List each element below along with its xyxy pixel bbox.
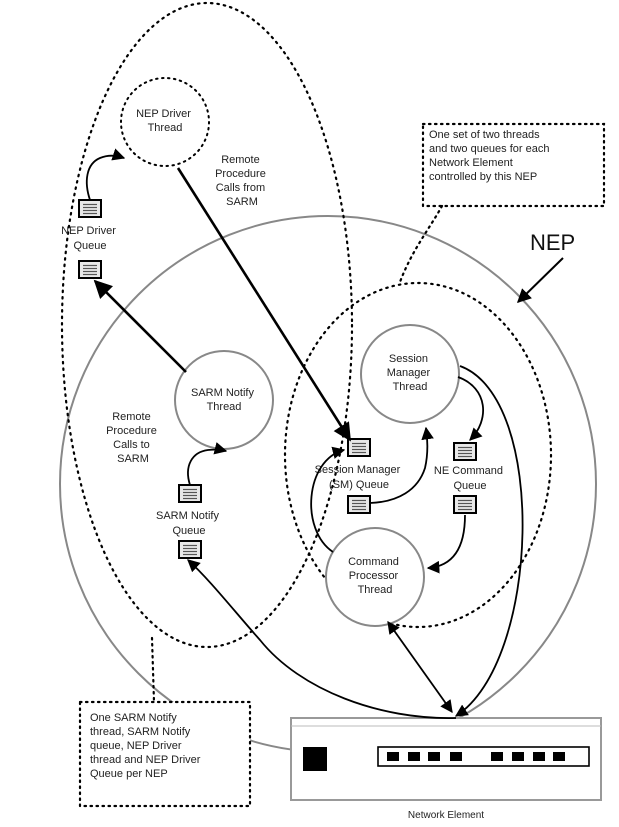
session-manager-thread-label-2: Manager bbox=[387, 367, 431, 379]
note-per-element-line-1: One set of two threads bbox=[429, 129, 540, 141]
arrow-sarm-thread-to-nep-queue bbox=[93, 279, 187, 373]
note-per-nep-box bbox=[78, 700, 252, 808]
command-processor-thread-label-1: Command bbox=[348, 556, 399, 568]
nep-driver-thread-label-1: NEP Driver bbox=[136, 108, 191, 120]
sarm-notify-queue-top-icon bbox=[178, 484, 202, 503]
ne-command-queue-icon bbox=[453, 495, 477, 514]
sm-queue-label-2: (SM) Queue bbox=[329, 479, 389, 491]
arrow-sm-thread-to-ne-queue bbox=[457, 376, 484, 441]
nep-pointer-arrow bbox=[516, 257, 564, 303]
svg-text:Remote Procedure Calls: Remote Procedure Calls to SARM bbox=[106, 411, 160, 465]
rpc-to-sarm-label-1: Remote bbox=[112, 411, 151, 423]
rpc-to-sarm-label-2: Procedure bbox=[106, 425, 157, 437]
network-element-power-block bbox=[303, 747, 327, 771]
svg-text:Session Manager Thread: Session Manager Thread bbox=[387, 353, 433, 393]
session-manager-thread bbox=[360, 324, 460, 424]
nep-driver-queue-icon bbox=[78, 260, 102, 279]
rpc-from-sarm-label-2: Procedure bbox=[215, 168, 266, 180]
svg-text:SARM Notify Thread: SARM Notify Thread bbox=[191, 387, 257, 413]
network-element-ports bbox=[387, 752, 565, 761]
rpc-from-sarm-label-3: Calls from bbox=[216, 182, 266, 194]
note-per-nep-line-4: thread and NEP Driver bbox=[90, 754, 201, 766]
per-nep-group-boundary bbox=[60, 1, 354, 649]
arrow-network-element-to-sarm-queue bbox=[187, 559, 457, 719]
ne-command-queue-top-icon bbox=[453, 442, 477, 461]
note-per-element-connector bbox=[398, 204, 444, 284]
network-element-device bbox=[290, 717, 602, 801]
sarm-notify-queue-icon bbox=[178, 540, 202, 559]
arrow-cp-thread-to-sm-queue bbox=[310, 446, 346, 553]
command-processor-thread bbox=[325, 527, 425, 627]
rpc-to-sarm-label-3: Calls to bbox=[113, 439, 150, 451]
command-processor-thread-label-2: Processor bbox=[349, 570, 399, 582]
rpc-from-sarm-label-4: SARM bbox=[226, 196, 258, 208]
nep-driver-thread bbox=[120, 77, 210, 167]
sarm-notify-queue-label-1: SARM Notify bbox=[156, 510, 219, 522]
arrow-sm-thread-to-network-element bbox=[454, 365, 524, 717]
svg-text:SARM Notify Queue: SARM Notify Queue bbox=[156, 510, 222, 537]
note-per-element-line-3: Network Element bbox=[429, 157, 513, 169]
note-per-nep-line-5: Queue per NEP bbox=[90, 768, 168, 780]
ne-command-queue-label-1: NE Command bbox=[434, 465, 503, 477]
sm-queue-label-1: Session Manager bbox=[315, 464, 401, 476]
svg-text:Command Processor Thre: Command Processor Thread bbox=[348, 556, 402, 596]
nep-driver-thread-label-2: Thread bbox=[148, 122, 183, 134]
sarm-notify-thread-label-2: Thread bbox=[207, 401, 242, 413]
note-per-nep-connector bbox=[150, 636, 156, 704]
sm-queue-icon bbox=[347, 495, 371, 514]
command-processor-thread-label-3: Thread bbox=[358, 584, 393, 596]
sm-queue-top-icon bbox=[347, 438, 371, 457]
network-element-port-panel bbox=[377, 746, 590, 767]
svg-text:NEP Driver Queue: NEP Driver Queue bbox=[61, 225, 119, 252]
nep-driver-queue-label-2: Queue bbox=[73, 240, 106, 252]
rpc-to-sarm-label-4: SARM bbox=[117, 453, 149, 465]
sarm-notify-thread-label-1: SARM Notify bbox=[191, 387, 254, 399]
nep-boundary-circle bbox=[59, 215, 597, 753]
note-per-element-line-2: and two queues for each bbox=[429, 143, 549, 155]
note-per-nep-line-1: One SARM Notify bbox=[90, 712, 177, 724]
nep-title: NEP bbox=[530, 230, 575, 255]
network-element-label: Network Element bbox=[408, 810, 484, 821]
nep-driver-queue-top-icon bbox=[78, 199, 102, 218]
svg-text:One SARM Notify thread, SA: One SARM Notify thread, SARM Notify queu… bbox=[90, 712, 204, 780]
arrow-ne-queue-to-cp-thread bbox=[426, 514, 466, 574]
svg-text:NEP Driver Thread: NEP Driver Thread bbox=[136, 108, 194, 134]
sarm-notify-queue-label-2: Queue bbox=[172, 525, 205, 537]
session-manager-thread-label-3: Thread bbox=[393, 381, 428, 393]
rpc-from-sarm-label-1: Remote bbox=[221, 154, 260, 166]
note-per-element-box bbox=[421, 122, 606, 208]
arrow-nep-queue-to-nep-thread bbox=[85, 148, 126, 201]
sarm-notify-thread bbox=[174, 350, 274, 450]
ne-command-queue-label-2: Queue bbox=[453, 480, 486, 492]
note-per-nep-line-3: queue, NEP Driver bbox=[90, 740, 182, 752]
nep-driver-queue-label-1: NEP Driver bbox=[61, 225, 116, 237]
arrow-nep-thread-to-sm-queue bbox=[176, 167, 352, 442]
note-per-element-line-4: controlled by this NEP bbox=[429, 171, 537, 183]
svg-text:Session Manager (SM) Queue: Session Manager (SM) Queue bbox=[315, 464, 404, 491]
svg-text:Remote Procedure Calls: Remote Procedure Calls from SARM bbox=[215, 154, 269, 208]
session-manager-thread-label-1: Session bbox=[389, 353, 428, 365]
svg-text:NE Command Queue: NE Command Queue bbox=[434, 465, 506, 492]
arrow-cp-thread-network-element bbox=[387, 620, 453, 714]
svg-text:One set of two threads and: One set of two threads and two queues fo… bbox=[429, 129, 553, 183]
arrow-sarm-queue-to-sarm-thread bbox=[187, 442, 228, 486]
note-per-nep-line-2: thread, SARM Notify bbox=[90, 726, 191, 738]
arrow-sm-queue-to-sm-thread bbox=[369, 426, 434, 504]
